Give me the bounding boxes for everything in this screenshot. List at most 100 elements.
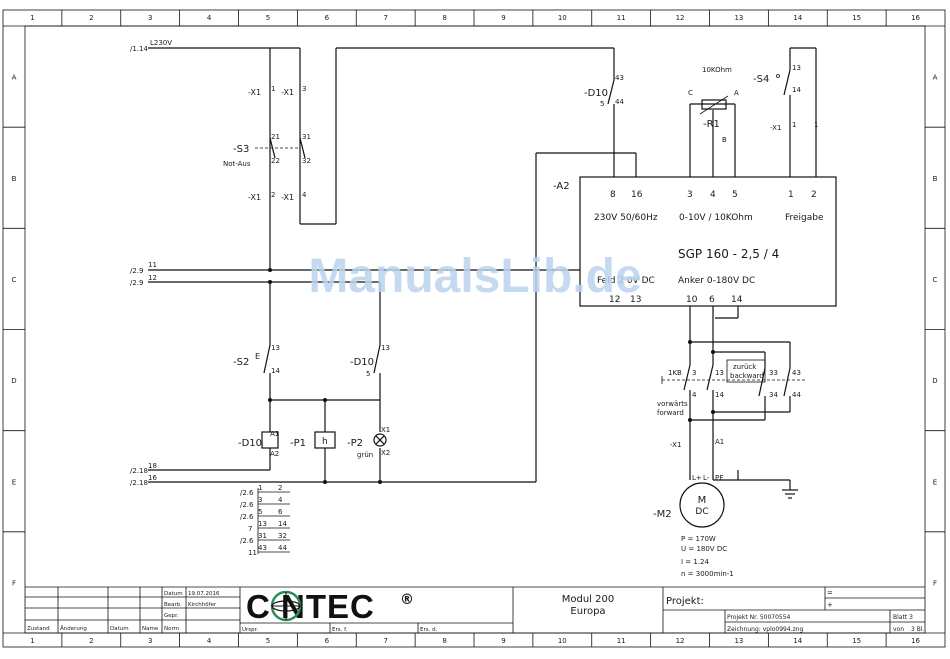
term-label: 5 (600, 100, 604, 108)
sheet-ref-4: /2.18 (130, 479, 148, 487)
term-label: 1 (814, 121, 818, 129)
motor-spec: U = 180V DC (681, 545, 727, 553)
contact-a: 3 (258, 496, 262, 504)
motor-tag: -M2 (653, 509, 672, 520)
contact-b: 6 (278, 508, 283, 516)
motor-m2: -X1 A1 L+ L- PE M DC -M2 P = 170W U = 18… (653, 438, 734, 578)
term-label: 43 (615, 74, 624, 82)
column-marker: 1 (30, 637, 34, 645)
a2-label: A2 (270, 450, 279, 458)
rev-header: Datum (110, 626, 129, 632)
bottom-term-10: 10 (686, 295, 698, 305)
top-term-2: 2 (811, 190, 817, 200)
column-marker: 16 (911, 14, 920, 22)
lamp-p2: X1 X2 -P2 grün (347, 426, 390, 459)
p1-tag: -P1 (290, 438, 306, 449)
contec-logo: C NTEC (246, 588, 375, 625)
term-label: 14 (792, 86, 801, 94)
term-label: 31 (302, 133, 311, 141)
contact-ref: /2.6 (240, 513, 254, 521)
contact-a: 1 (258, 484, 262, 492)
column-marker: 3 (148, 637, 152, 645)
ref-label: 0-10V / 10KOhm (679, 213, 753, 223)
x1-label: -X1 (281, 88, 294, 97)
field-label: Feld 2 0V DC (597, 276, 655, 286)
column-marker: 7 (383, 14, 387, 22)
pot-value: 10KOhm (702, 66, 732, 74)
term-label: A1 (715, 438, 724, 446)
column-marker: 11 (617, 637, 626, 645)
switch-s2: 13 14 E -S2 (233, 344, 280, 375)
fwd-label: vorwärts (657, 400, 688, 408)
d10-tag: -D10 (584, 88, 608, 99)
actuator: E (255, 352, 260, 361)
column-marker: 3 (148, 14, 152, 22)
replaces-label: Ers. f. (332, 627, 348, 633)
column-marker: 14 (793, 637, 802, 645)
rev-header: Zustand (27, 626, 50, 632)
s2-tag: -S2 (233, 357, 249, 368)
column-marker: 7 (383, 637, 387, 645)
row-marker: D (11, 377, 16, 385)
term-label: 13 (792, 64, 801, 72)
x1-label: X1 (381, 426, 390, 434)
drawn-label: Bearb. (164, 602, 182, 608)
date-label: Datum (164, 591, 183, 597)
column-marker: 4 (207, 14, 212, 22)
term-label: 14 (715, 391, 724, 399)
row-marker: B (933, 175, 938, 183)
module-region: Europa (570, 606, 605, 617)
s4-tag: -S4 (753, 74, 769, 85)
rev-header: Änderung (60, 625, 87, 632)
row-marker: C (933, 276, 938, 284)
column-marker: 10 (558, 637, 567, 645)
pe-label: PE (715, 474, 724, 482)
term-label: 4 (692, 391, 697, 399)
anchor-label: Anker 0-180V DC (678, 276, 755, 286)
controller-a2: -A2 8 16 3 4 5 1 2 230V 50/60Hz 0-10V / … (553, 176, 837, 307)
contact-reference-table: /2.6 /2.6 /2.6 7 /2.6 11 1 2 3 4 5 6 13 … (240, 484, 287, 557)
model-label: SGP 160 - 2,5 / 4 (678, 247, 779, 261)
l-minus: L- (703, 474, 710, 482)
contact-d10-left: 13 5 -D10 (350, 344, 390, 378)
x1-label: -X1 (670, 441, 681, 449)
p1-symbol: h (322, 437, 328, 447)
column-marker: 9 (501, 637, 505, 645)
term-label: 34 (769, 391, 778, 399)
term-label: 14 (271, 367, 280, 375)
column-marker: 5 (266, 14, 270, 22)
term-label: 21 (271, 133, 280, 141)
replaced-label: Ers. d. (420, 627, 438, 633)
top-term-16: 16 (631, 190, 643, 200)
column-marker: 6 (325, 14, 330, 22)
row-marker: F (933, 579, 937, 587)
bottom-term-13: 13 (630, 295, 641, 305)
x1-label: -X1 (248, 88, 261, 97)
column-marker: 9 (501, 14, 505, 22)
contact-b: 2 (278, 484, 282, 492)
column-marker: 4 (207, 637, 212, 645)
column-marker: 13 (734, 637, 743, 645)
sheet-term-3: 18 (148, 462, 157, 470)
term-label: 32 (302, 157, 311, 165)
column-marker: 2 (89, 14, 93, 22)
column-marker: 12 (676, 14, 685, 22)
term-label: 13 (715, 369, 724, 377)
top-term-8: 8 (610, 190, 616, 200)
registered-mark: ® (400, 592, 414, 608)
estop-tag: -S3 (233, 144, 249, 155)
row-marker: D (932, 377, 937, 385)
d10-tag: -D10 (350, 357, 374, 368)
row-marker: F (12, 579, 16, 587)
contact-side: 11 (248, 549, 257, 557)
enable-switch-s4: 13 14 -S4 -X1 1 1 (753, 64, 818, 132)
top-term-1: 1 (788, 190, 794, 200)
top-term-4: 4 (710, 190, 716, 200)
project-no: Projekt Nr. 50070554 (727, 614, 791, 621)
contact-ref: /2.6 (240, 489, 254, 497)
column-marker: 14 (793, 14, 802, 22)
motor-symbol-dc: DC (695, 507, 708, 517)
enable-label: Freigabe (785, 213, 824, 223)
term-label: 44 (792, 391, 801, 399)
motor-spec: n = 3000min-1 (681, 570, 734, 578)
